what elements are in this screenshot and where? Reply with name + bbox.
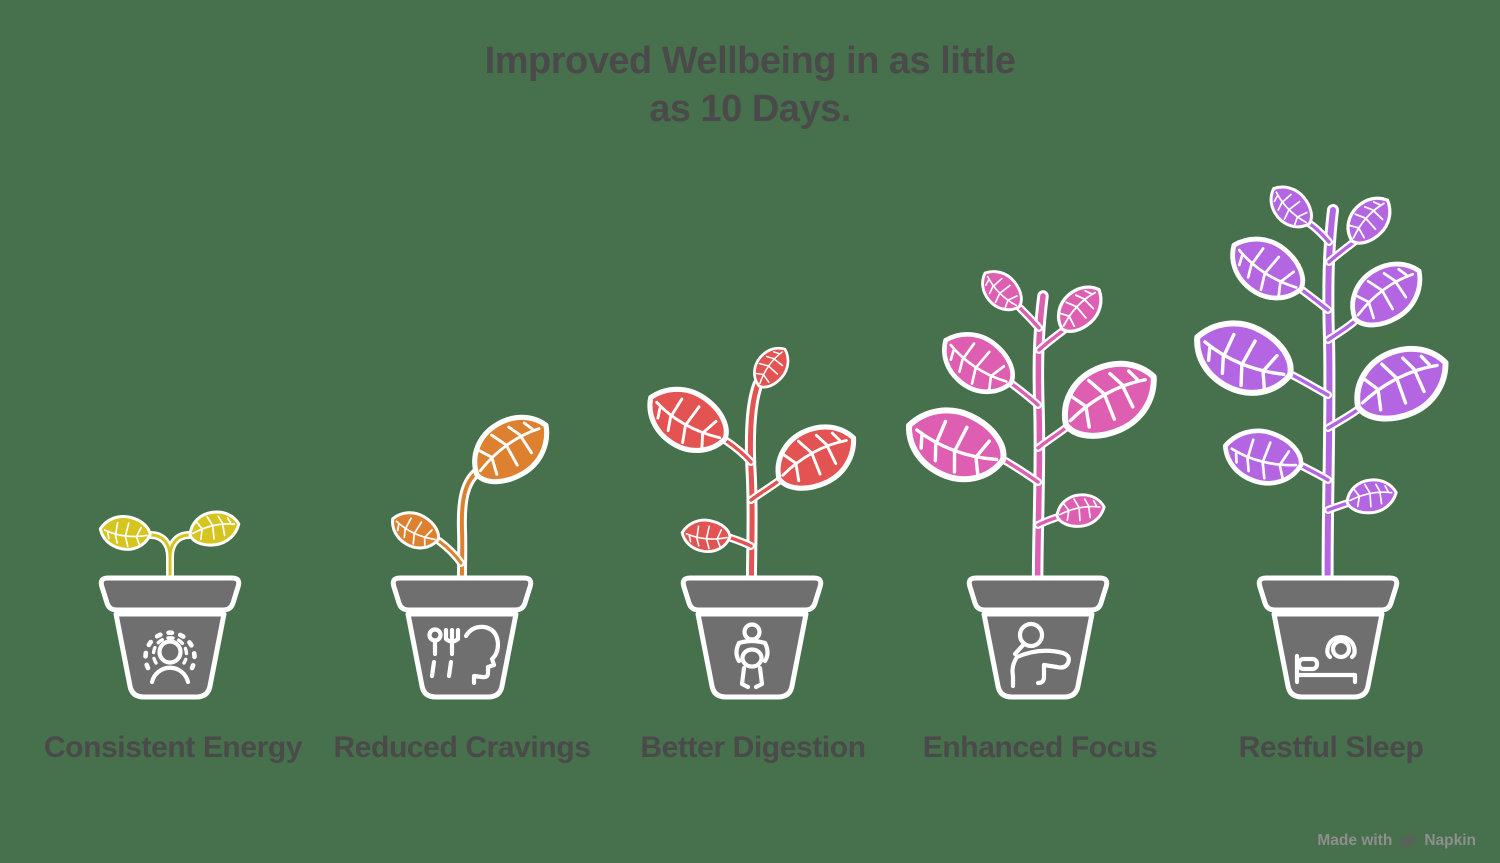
pot [98,575,242,700]
plant-colored-parts [1184,175,1459,621]
watermark-text: Made with [1317,832,1393,849]
person-holding-stomach-icon [734,622,770,690]
plant-graphic-better-digestion [622,338,882,700]
pot [966,575,1110,700]
pot [680,575,824,700]
label-reduced-cravings: Reduced Cravings [333,731,591,764]
pot [1256,575,1400,700]
plant-colored-parts [636,338,866,621]
title-line-1: Improved Wellbeing in as little [484,40,1016,82]
label-enhanced-focus: Enhanced Focus [922,731,1158,764]
head-with-cutlery-icon [427,624,501,686]
plant-graphic-consistent-energy [96,506,244,700]
watermark: Made with Napkin [1317,832,1476,850]
napkin-logo-icon [1401,833,1416,849]
plant-graphic-reduced-cravings [383,425,592,700]
label-better-digestion: Better Digestion [640,731,866,764]
watermark-brand: Napkin [1424,832,1476,849]
title-line-2: as 10 Days. [649,87,851,130]
plant-graphic-enhanced-focus [908,260,1168,700]
label-restful-sleep: Restful Sleep [1238,731,1424,764]
plant-graphic-restful-sleep [1198,175,1458,700]
plant-colored-parts [896,260,1168,621]
pot [390,575,534,700]
label-consistent-energy: Consistent Energy [43,731,303,764]
energy-sunburst-person-icon [143,630,197,685]
magnifier-over-head-icon [1010,621,1071,689]
person-sleeping-in-bed-icon [1294,635,1358,685]
page-title: Improved Wellbeing in as little as 10 Da… [0,38,1500,134]
